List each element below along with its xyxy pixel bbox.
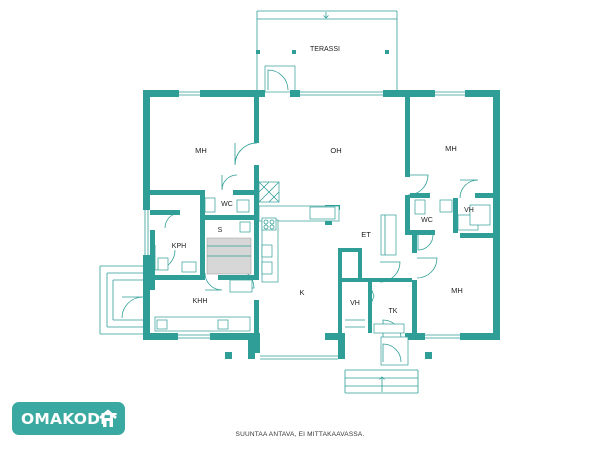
room-label-vh-right: VH: [464, 207, 474, 214]
room-label-mh-right-bottom: MH: [451, 286, 463, 295]
room-label-khh: KHH: [193, 298, 208, 305]
house-icon: [99, 409, 117, 427]
doors: [154, 142, 479, 394]
terrace: TERASSI: [256, 10, 398, 93]
fixtures: [99, 181, 491, 335]
room-label-mh-right-top: MH: [445, 144, 457, 153]
interior-walls: [150, 97, 500, 340]
room-label-s: S: [218, 227, 223, 234]
room-label-vh-center: VH: [350, 300, 360, 307]
room-label-k: K: [299, 288, 304, 297]
room-labels: MH OH MH WC S KPH KHH K ET WC VH MH VH T…: [172, 144, 474, 315]
room-label-wc-right: WC: [421, 217, 433, 224]
omakodit-logo: OMAKODIT: [12, 402, 125, 435]
room-label-mh-left: MH: [195, 146, 207, 155]
floor-plan: TERASSI: [99, 10, 500, 394]
room-label-terassi: TERASSI: [310, 46, 340, 53]
room-label-wc-left: WC: [221, 201, 233, 208]
room-label-et: ET: [361, 230, 371, 239]
room-label-kph: KPH: [172, 243, 186, 250]
outer-walls: [143, 90, 500, 360]
room-label-oh: OH: [330, 146, 341, 155]
logo-text: OMAKODIT: [21, 409, 117, 428]
windows: [144, 91, 465, 339]
room-label-tk: TK: [389, 308, 398, 315]
disclaimer-caption: SUUNTAA ANTAVA, EI MITTAKAAVASSA.: [235, 431, 365, 438]
